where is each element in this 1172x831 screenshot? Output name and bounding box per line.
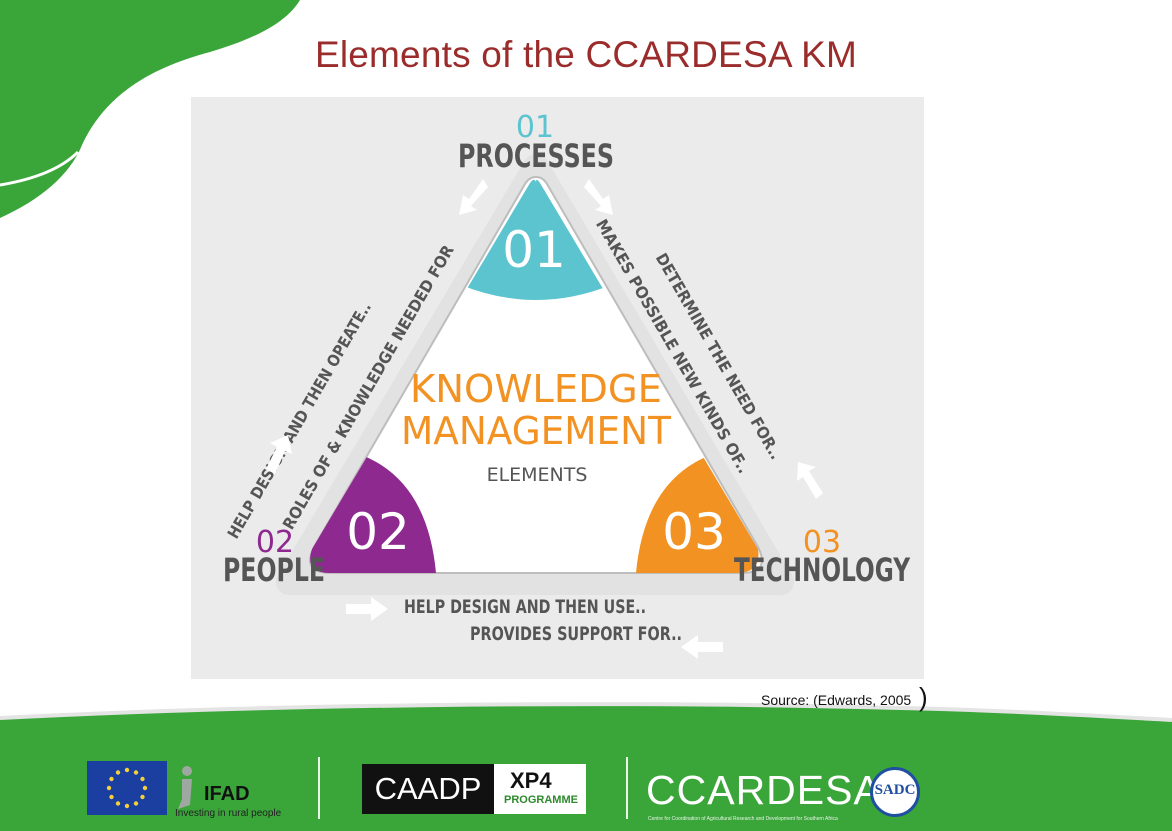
ccardesa-logo-text: CCARDESA <box>646 767 882 813</box>
processes-small-number: 01 <box>516 110 554 145</box>
people-label: PEOPLE <box>223 551 325 589</box>
sadc-seal-text: SADC <box>874 782 916 798</box>
bottom-upper-caption: HELP DESIGN AND THEN USE.. <box>404 596 646 618</box>
triangle-body <box>309 175 763 574</box>
arrow-icon <box>346 597 388 621</box>
node-02-cap <box>310 453 436 573</box>
source-citation: Source: (Edwards, 2005 <box>761 692 912 708</box>
technology-label: TECHNOLOGY <box>734 551 911 589</box>
arrow-icon <box>266 435 292 474</box>
km-elements-diagram: 01 02 03 01 02 03 PROCESSES PEOPLE TECHN… <box>191 97 924 679</box>
xp4-logo: XP4 PROGRAMME <box>494 764 586 814</box>
footer-divider <box>626 757 628 819</box>
ifad-name: IFAD <box>204 783 250 805</box>
xp4-sub: PROGRAMME <box>504 794 578 806</box>
people-small-number: 02 <box>256 525 294 560</box>
slide-title: Elements of the CCARDESA KM <box>314 34 858 75</box>
bottom-lower-caption: PROVIDES SUPPORT FOR.. <box>470 623 682 645</box>
node-03-number: 03 <box>662 503 726 561</box>
arrow-icon <box>459 179 488 215</box>
source-paren: ) <box>919 682 928 712</box>
swoosh-highlight <box>0 150 80 187</box>
sadc-seal-logo: SADC <box>870 767 920 817</box>
arrow-icon <box>584 179 613 215</box>
arrow-icon <box>681 635 723 659</box>
caadp-logo: CAADP <box>362 764 494 814</box>
xp4-label: XP4 <box>510 768 552 793</box>
arrow-icon <box>266 179 823 659</box>
center-subtitle: ELEMENTS <box>487 464 588 486</box>
ccardesa-tagline: Centre for Coordination of Agricultural … <box>648 816 838 822</box>
ifad-logo-mark <box>172 765 202 811</box>
node-01-cap <box>461 179 611 300</box>
eu-flag-logo <box>87 761 167 815</box>
node-03-cap <box>636 453 759 573</box>
top-left-swoosh <box>0 0 300 218</box>
arrow-icon <box>797 462 823 499</box>
footer-logos: IFAD Investing in rural people CAADP XP4… <box>0 745 1172 831</box>
center-title-line1: KNOWLEDGE <box>410 367 662 411</box>
center-title-line2: MANAGEMENT <box>401 409 672 453</box>
technology-small-number: 03 <box>803 525 841 560</box>
footer-band-edge <box>0 702 1172 722</box>
footer-divider <box>318 757 320 819</box>
node-01-number: 01 <box>502 221 566 279</box>
ifad-tagline: Investing in rural people <box>175 808 282 819</box>
node-02-number: 02 <box>346 503 410 561</box>
processes-label: PROCESSES <box>458 137 614 175</box>
